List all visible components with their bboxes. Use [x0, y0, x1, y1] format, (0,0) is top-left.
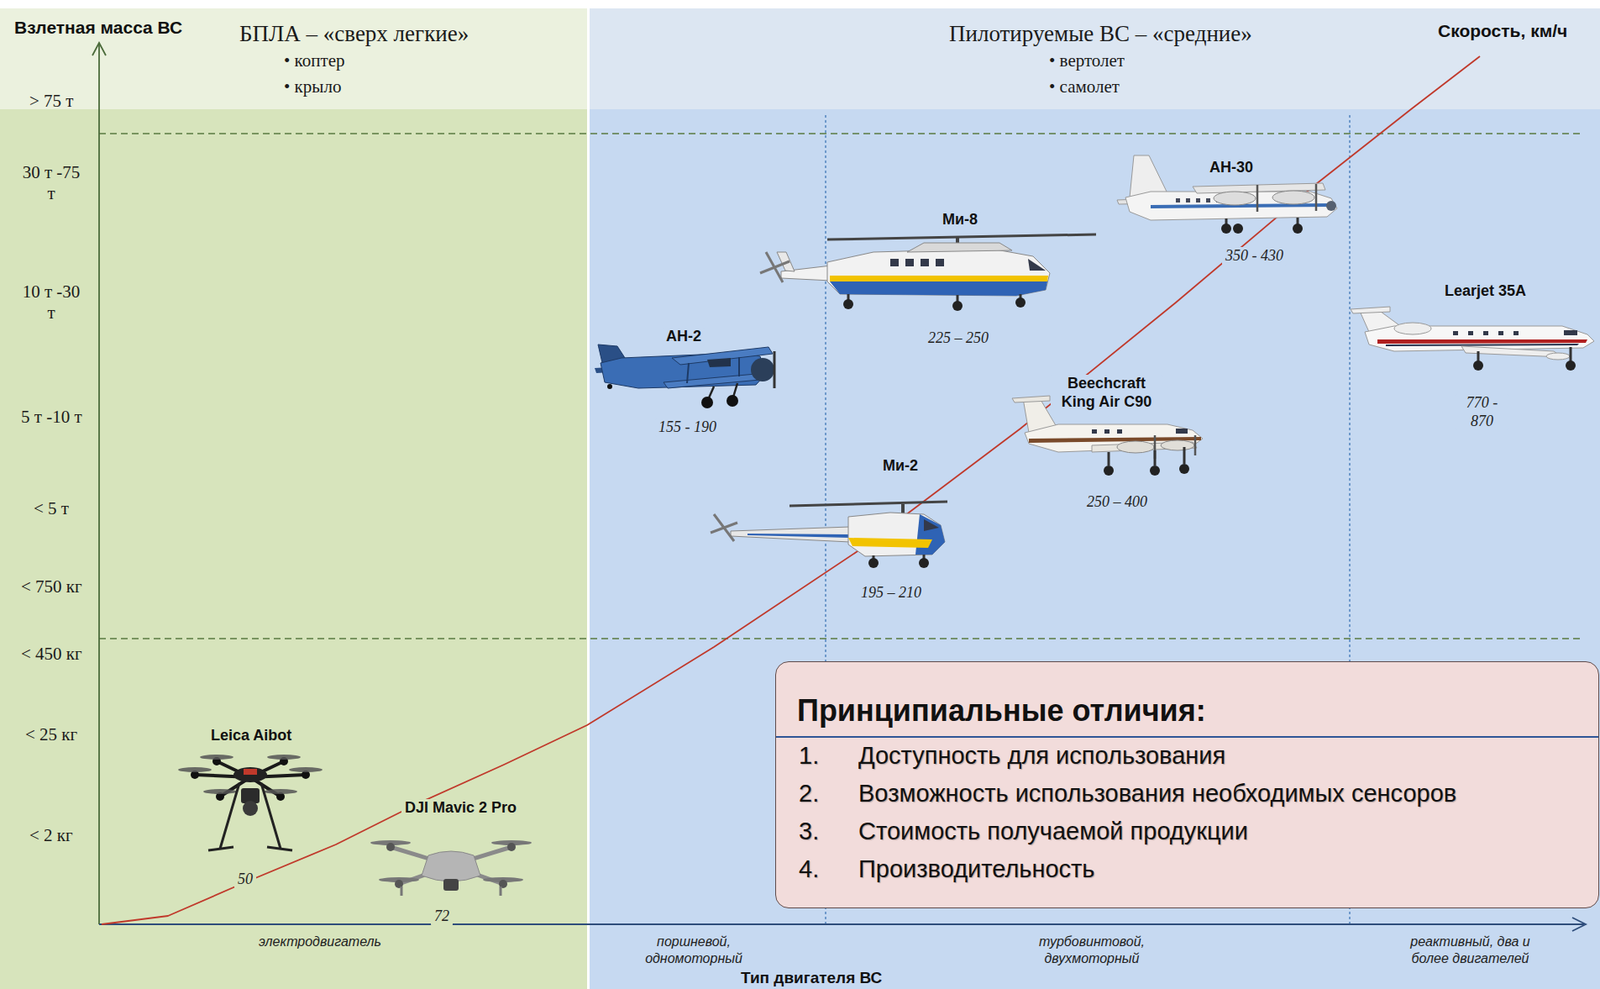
bullet-item: • вертолет: [1049, 50, 1125, 72]
bullet-item: • крыло: [283, 76, 341, 98]
list-number: 3.: [798, 816, 819, 846]
aircraft-name: АН-2: [662, 327, 705, 347]
tick-label: 5 т -10 т: [20, 406, 83, 428]
axis-title: Тип двигателя ВС: [740, 968, 882, 988]
list-item: Возможность использования необходимых се…: [858, 778, 1457, 808]
tick-label: < 5 т: [33, 498, 69, 520]
aircraft-name: Ми-8: [939, 210, 981, 230]
tick-label: < 25 кг: [25, 723, 78, 745]
aircraft-name: АН-30: [1206, 158, 1257, 178]
tick-label: > 75 т: [29, 90, 74, 112]
band-heading: Пилотируемые ВС – «средние»: [949, 20, 1253, 48]
speed-value: 350 - 430: [1222, 246, 1287, 266]
list-number: 4.: [798, 854, 819, 884]
uav-class-band: БПЛА – «сверх легкие»• коптер • крыло: [0, 8, 588, 989]
aircraft-name: Beechcraft King Air C90: [1050, 374, 1163, 411]
list-number: 2.: [798, 778, 819, 808]
engine-type: поршневой, одномоторный: [634, 933, 753, 967]
engine-type: электродвигатель: [258, 933, 382, 950]
aircraft-name: Leica Aibot: [207, 726, 295, 745]
list-item: Производительность: [858, 854, 1095, 884]
bullet-item: • самолет: [1049, 76, 1120, 98]
title-rule: [776, 735, 1599, 738]
aircraft-name: Ми-2: [879, 456, 922, 476]
axis-title: Скорость, км/ч: [1437, 20, 1568, 42]
engine-type: реактивный, два и более двигателей: [1396, 933, 1544, 967]
axis-title: Взлетная масса ВС: [14, 16, 183, 38]
speed-value: 770 - 870: [1455, 393, 1509, 431]
summary-box: Принципиальные отличия: 1. Доступность для…: [775, 660, 1600, 908]
band-heading: БПЛА – «сверх легкие»: [239, 20, 469, 48]
bullet-item: • коптер: [283, 50, 345, 72]
tick-label: 30 т -75 т: [17, 162, 85, 205]
speed-value: 195 – 210: [857, 583, 925, 603]
aircraft-name: DJI Mavic 2 Pro: [401, 798, 520, 818]
summary-heading: Принципиальные отличия:: [797, 692, 1207, 729]
speed-value: 250 – 400: [1083, 493, 1151, 512]
list-item: Доступность для использования: [858, 740, 1226, 771]
speed-value: 72: [430, 907, 453, 926]
engine-type: турбовинтовой, двухмоторный: [1028, 933, 1155, 967]
list-item: Стоимость получаемой продукции: [858, 816, 1249, 846]
tick-label: < 450 кг: [20, 643, 83, 665]
tick-label: < 750 кг: [20, 576, 83, 598]
speed-value: 225 – 250: [924, 329, 992, 348]
speed-value: 50: [234, 870, 257, 889]
tick-label: 10 т -30 т: [17, 281, 85, 324]
aircraft-name: Learjet 35A: [1441, 282, 1530, 301]
speed-value: 155 - 190: [655, 418, 720, 437]
list-number: 1.: [798, 740, 819, 771]
tick-label: < 2 кг: [29, 824, 74, 846]
